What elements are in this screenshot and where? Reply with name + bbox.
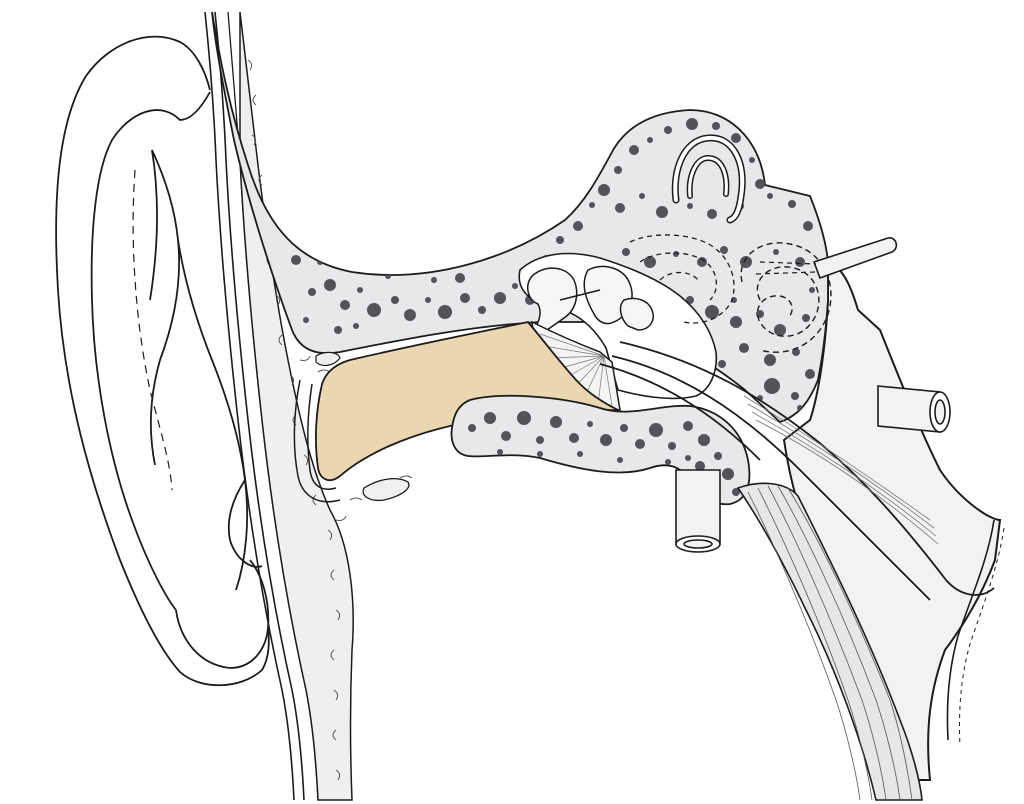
cartilage-lower <box>362 477 410 502</box>
helix-rim <box>90 91 211 611</box>
ossicle-ligament <box>559 289 601 301</box>
helix-inner-dashed <box>132 169 173 491</box>
inner-ear-dashed <box>629 234 735 324</box>
eustachian-tube <box>599 341 995 601</box>
lobule <box>175 559 270 669</box>
muscle-fibers-right <box>743 395 939 545</box>
tensor-muscle <box>736 482 923 801</box>
bone-pores-lower <box>468 411 740 496</box>
cartilage-upper <box>315 351 341 367</box>
ear-canal-wall-outer <box>293 379 341 503</box>
malleus <box>526 267 578 338</box>
internal-carotid-artery <box>877 385 951 433</box>
antihelix <box>149 149 180 466</box>
tragus <box>227 479 263 568</box>
ossicles <box>526 265 654 338</box>
pharyngeal-wall <box>946 519 1005 747</box>
semicircular-canals <box>629 134 746 324</box>
temporal-bone-lower <box>450 394 751 506</box>
jugular-vein <box>675 469 721 553</box>
outer-ear <box>55 35 270 687</box>
concha-edge <box>177 239 249 591</box>
cochlea <box>740 242 832 353</box>
ear-canal-wall-inner <box>307 383 337 490</box>
auditory-nerve <box>755 237 898 280</box>
antihelix-crus <box>149 149 158 301</box>
stapes <box>619 297 654 331</box>
helix-outline <box>55 35 270 687</box>
